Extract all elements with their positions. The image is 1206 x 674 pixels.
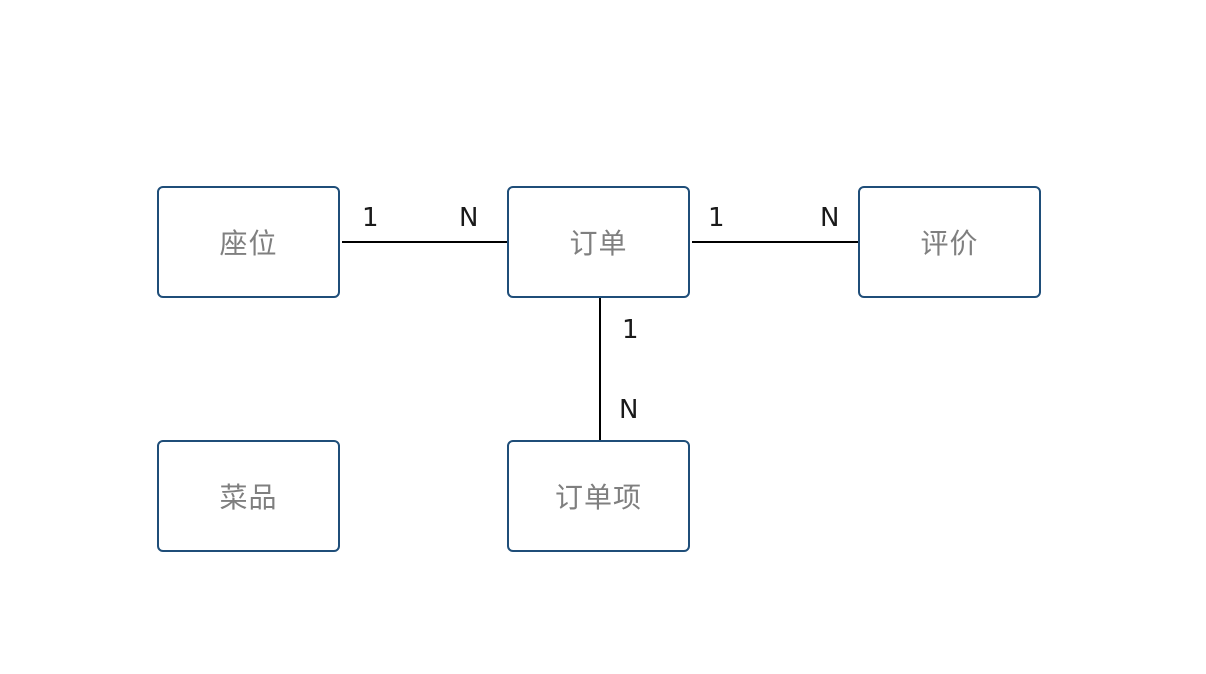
cardinality-order-side: 1 bbox=[622, 315, 639, 345]
cardinality-order-item-side: N bbox=[619, 395, 639, 425]
entity-review[interactable]: 评价 bbox=[858, 186, 1041, 298]
cardinality-seat-side: 1 bbox=[362, 203, 379, 233]
entity-order-item[interactable]: 订单项 bbox=[507, 440, 690, 552]
entity-order[interactable]: 订单 bbox=[507, 186, 690, 298]
entity-order-label: 订单 bbox=[569, 227, 628, 260]
entity-dish-label: 菜品 bbox=[219, 481, 278, 514]
entity-order-item-label: 订单项 bbox=[554, 481, 642, 514]
entity-seat-label: 座位 bbox=[219, 227, 278, 260]
cardinality-order-side: N bbox=[459, 203, 479, 233]
entity-seat[interactable]: 座位 bbox=[157, 186, 340, 298]
entity-dish[interactable]: 菜品 bbox=[157, 440, 340, 552]
cardinality-review-side: N bbox=[820, 203, 840, 233]
cardinality-order-side: 1 bbox=[708, 203, 725, 233]
entity-review-label: 评价 bbox=[920, 227, 979, 260]
